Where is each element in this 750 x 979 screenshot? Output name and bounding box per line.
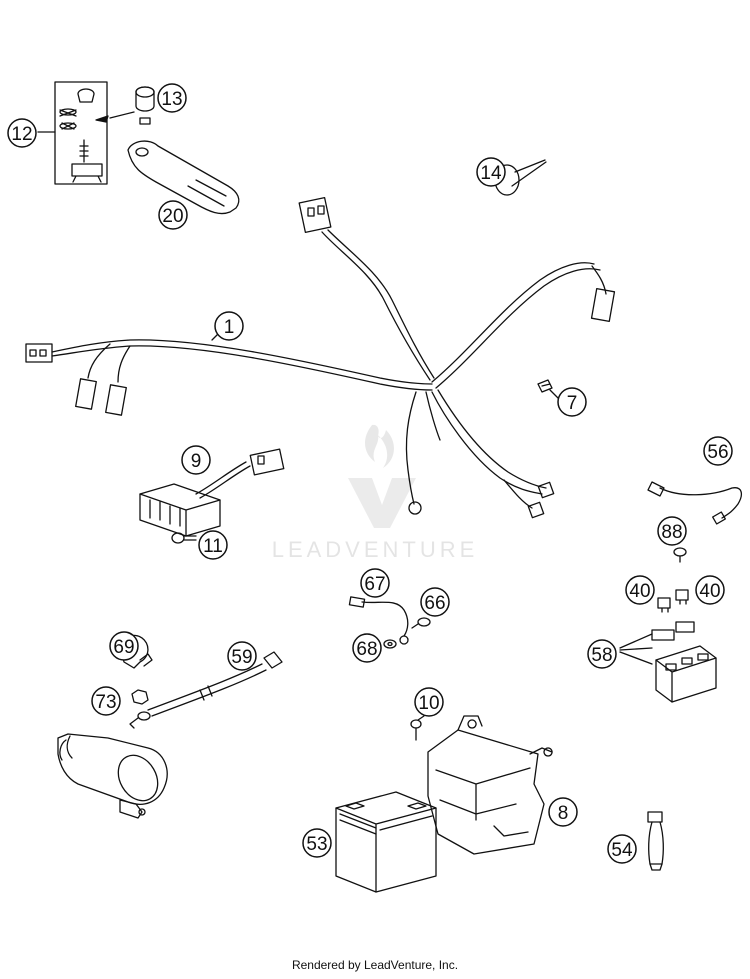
callout-14: 14 <box>476 157 506 187</box>
watermark-text: LEADVENTURE <box>272 537 479 562</box>
callout-number: 40 <box>629 581 650 602</box>
part-9-voltage-regulator <box>139 448 285 537</box>
part-40-fuse-left <box>657 597 671 613</box>
callout-58: 58 <box>587 639 617 669</box>
part-66-screw <box>411 617 431 629</box>
part-10-screw <box>410 719 422 741</box>
callout-number: 20 <box>162 206 183 227</box>
part-7-harness-clip <box>537 379 553 393</box>
callout-1: 1 <box>214 311 244 341</box>
callout-circle <box>214 311 244 341</box>
callout-54: 54 <box>607 834 637 864</box>
callout-circle <box>548 797 578 827</box>
part-20-mounting-bracket <box>127 140 240 215</box>
callout-40: 40 <box>695 575 725 605</box>
callout-labels: 1 7 8 9 10 11 12 13 14 20 40 40 53 54 56 58 59 66 67 68 69 73… <box>7 83 733 864</box>
starter-motor <box>57 733 168 819</box>
part-59-starter-cable <box>129 651 283 729</box>
callout-circle <box>557 387 587 417</box>
callout-number: 69 <box>113 637 134 658</box>
callout-number: 7 <box>567 393 578 414</box>
part-56-cable <box>647 481 743 525</box>
part-67-ground-cable <box>348 596 409 645</box>
part-13-grommet <box>135 86 155 125</box>
callout-circle <box>158 200 188 230</box>
callout-number: 58 <box>591 645 612 666</box>
callout-67: 67 <box>360 568 390 598</box>
callout-number: 13 <box>161 89 182 110</box>
callout-number: 67 <box>364 574 385 595</box>
callout-circle <box>181 445 211 475</box>
leader-line-7 <box>549 389 559 399</box>
callout-number: 10 <box>418 693 439 714</box>
callout-circle <box>360 568 390 598</box>
callout-circle <box>607 834 637 864</box>
callout-circle <box>302 828 332 858</box>
callout-number: 88 <box>661 522 682 543</box>
callout-88: 88 <box>657 516 687 546</box>
leadventure-watermark: LEADVENTURE <box>272 424 479 562</box>
part-8-battery-holder <box>427 715 553 855</box>
part-1-main-wiring-harness <box>25 196 616 519</box>
callout-number: 8 <box>558 803 569 824</box>
callout-circle <box>157 83 187 113</box>
callout-56: 56 <box>703 436 733 466</box>
callout-73: 73 <box>91 686 121 716</box>
callout-7: 7 <box>557 387 587 417</box>
callout-circle <box>91 686 121 716</box>
callout-9: 9 <box>181 445 211 475</box>
callout-8: 8 <box>548 797 578 827</box>
callout-circle <box>587 639 617 669</box>
callout-number: 14 <box>480 163 502 184</box>
callout-circle <box>625 575 655 605</box>
callout-number: 56 <box>707 442 728 463</box>
leader-line-10 <box>417 715 425 721</box>
part-40-fuse-right <box>675 589 689 605</box>
callout-circle <box>657 516 687 546</box>
callout-number: 9 <box>191 451 202 472</box>
callout-13: 13 <box>157 83 187 113</box>
callout-circle <box>420 587 450 617</box>
callout-number: 54 <box>611 840 633 861</box>
callout-10: 10 <box>414 687 444 717</box>
callout-number: 11 <box>203 536 223 557</box>
callout-circle <box>476 157 506 187</box>
part-88-screw <box>673 547 687 563</box>
part-53-battery <box>335 791 437 893</box>
part-73-nut <box>131 689 149 705</box>
footer-credit: Rendered by LeadVenture, Inc. <box>291 958 459 972</box>
callout-circle <box>352 633 382 663</box>
part-12-bolt-kit <box>54 81 135 185</box>
callout-number: 68 <box>356 639 377 660</box>
callout-circle <box>227 641 257 671</box>
part-54-fuse-holder <box>647 811 664 871</box>
callout-11: 11 <box>198 530 228 560</box>
callout-circle <box>7 118 37 148</box>
callout-68: 68 <box>352 633 382 663</box>
callout-number: 12 <box>11 124 32 145</box>
callout-12: 12 <box>7 118 37 148</box>
callout-number: 73 <box>95 692 116 713</box>
callout-circle <box>703 436 733 466</box>
callout-number: 40 <box>699 581 720 602</box>
callout-number: 1 <box>224 317 235 338</box>
callout-66: 66 <box>420 587 450 617</box>
callout-circle <box>414 687 444 717</box>
callout-circle <box>198 530 228 560</box>
callout-53: 53 <box>302 828 332 858</box>
callout-59: 59 <box>227 641 257 671</box>
callout-circle <box>695 575 725 605</box>
callout-number: 66 <box>424 593 445 614</box>
callout-circle <box>109 631 139 661</box>
leader-line-1 <box>211 333 219 341</box>
callout-number: 53 <box>306 834 327 855</box>
part-68-washer <box>383 639 397 649</box>
part-11-screw <box>171 532 197 544</box>
callout-number: 59 <box>231 647 252 668</box>
callout-69: 69 <box>109 631 139 661</box>
callout-40: 40 <box>625 575 655 605</box>
callout-20: 20 <box>158 200 188 230</box>
part-58-starter-relay <box>619 621 717 703</box>
